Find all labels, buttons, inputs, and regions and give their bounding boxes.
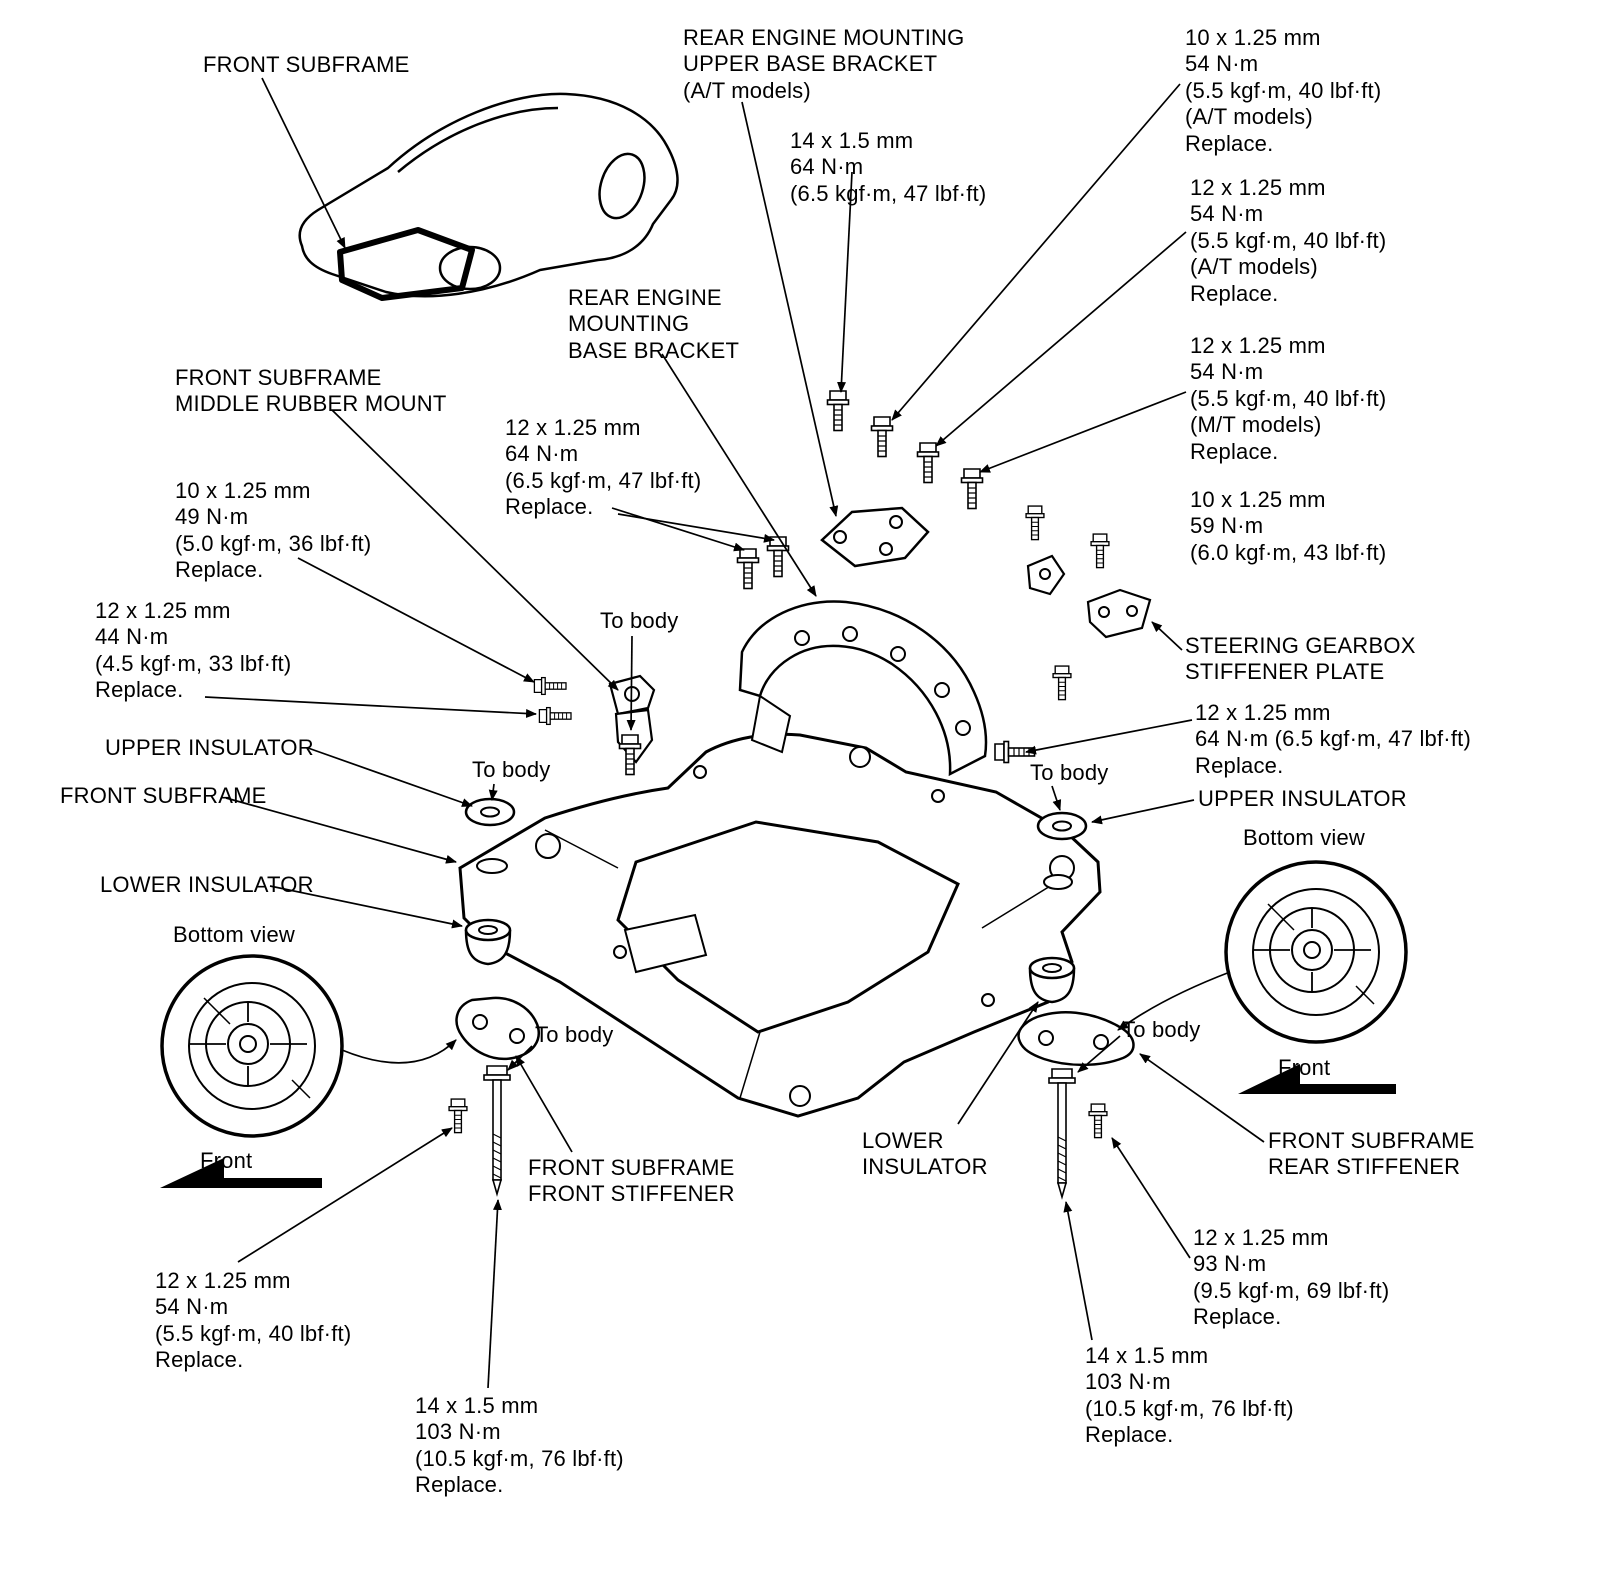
car-outline-illustration <box>298 92 679 301</box>
label-front-left: Front <box>200 1148 253 1173</box>
lower-insulator-left-part <box>464 918 512 966</box>
washer-right <box>1043 874 1073 890</box>
front-direction-arrow-right <box>1238 1064 1396 1094</box>
rear-engine-mounting-upper-base-bracket-part <box>820 506 930 568</box>
label-rear-engine-mounting-base-bracket: REAR ENGINE MOUNTING BASE BRACKET <box>568 285 740 363</box>
label-front-right: Front <box>1278 1055 1331 1080</box>
label-spec-14x15-103-left: 14 x 1.5 mm 103 N·m (10.5 kgf·m, 76 lbf·… <box>415 1393 624 1498</box>
label-lower-insulator-left: LOWER INSULATOR <box>100 872 314 897</box>
label-spec-10x125-54-at: 10 x 1.25 mm 54 N·m (5.5 kgf·m, 40 lbf·f… <box>1185 25 1382 156</box>
label-lower-insulator-right: LOWER INSULATOR <box>862 1128 988 1180</box>
lower-insulator-right-part <box>1028 956 1076 1004</box>
label-to-body-3: To body <box>1030 760 1109 785</box>
label-spec-12x125-64-center: 12 x 1.25 mm 64 N·m (6.5 kgf·m, 47 lbf·f… <box>505 415 702 520</box>
label-front-subframe-front-stiffener: FRONT SUBFRAME FRONT STIFFENER <box>528 1155 735 1207</box>
label-spec-12x125-54-mt: 12 x 1.25 mm 54 N·m (5.5 kgf·m, 40 lbf·f… <box>1190 333 1387 464</box>
label-to-body-2: To body <box>472 757 551 782</box>
rear-engine-mounting-base-bracket-part <box>738 600 988 777</box>
upper-insulator-right-part <box>1036 811 1088 841</box>
front-subframe-rear-stiffener-part <box>1017 1011 1135 1067</box>
label-rear-engine-mounting-upper-base-bracket: REAR ENGINE MOUNTING UPPER BASE BRACKET … <box>683 25 965 103</box>
label-steering-gearbox-stiffener-plate: STEERING GEARBOX STIFFENER PLATE <box>1185 633 1416 685</box>
label-upper-insulator-left: UPPER INSULATOR <box>105 735 314 760</box>
label-spec-14x15-103-right: 14 x 1.5 mm 103 N·m (10.5 kgf·m, 76 lbf·… <box>1085 1343 1294 1448</box>
label-front-subframe-left: FRONT SUBFRAME <box>60 783 267 808</box>
label-spec-12x125-44: 12 x 1.25 mm 44 N·m (4.5 kgf·m, 33 lbf·f… <box>95 598 292 703</box>
label-spec-12x125-64-right: 12 x 1.25 mm 64 N·m (6.5 kgf·m, 47 lbf·f… <box>1195 700 1471 778</box>
front-subframe-front-stiffener-part <box>455 996 540 1061</box>
label-spec-12x125-54-bottom-left: 12 x 1.25 mm 54 N·m (5.5 kgf·m, 40 lbf·f… <box>155 1268 352 1373</box>
bottom-view-left-detail <box>160 954 344 1138</box>
label-spec-12x125-93: 12 x 1.25 mm 93 N·m (9.5 kgf·m, 69 lbf·f… <box>1193 1225 1390 1330</box>
front-subframe-part <box>458 732 1102 1118</box>
label-front-subframe-middle-rubber-mount: FRONT SUBFRAME MIDDLE RUBBER MOUNT <box>175 365 447 417</box>
label-spec-12x125-54-at: 12 x 1.25 mm 54 N·m (5.5 kgf·m, 40 lbf·f… <box>1190 175 1387 306</box>
label-to-body-5: To body <box>1122 1017 1201 1042</box>
label-front-subframe-top: FRONT SUBFRAME <box>203 52 410 77</box>
bottom-view-right-detail <box>1224 860 1408 1044</box>
leader-lines <box>204 77 1265 1389</box>
label-upper-insulator-right: UPPER INSULATOR <box>1198 786 1407 811</box>
steering-gearbox-stiffener-plate-part <box>1026 554 1152 639</box>
label-to-body-1: To body <box>600 608 679 633</box>
label-to-body-4: To body <box>535 1022 614 1047</box>
label-spec-10x125-59: 10 x 1.25 mm 59 N·m (6.0 kgf·m, 43 lbf·f… <box>1190 487 1387 565</box>
label-spec-14x15-64: 14 x 1.5 mm 64 N·m (6.5 kgf·m, 47 lbf·ft… <box>790 128 987 206</box>
front-direction-arrow-left <box>160 1158 322 1188</box>
upper-insulator-left-part <box>464 797 516 827</box>
label-bottom-view-left: Bottom view <box>173 922 296 947</box>
car-subframe-highlight <box>337 227 475 301</box>
label-bottom-view-right: Bottom view <box>1243 825 1366 850</box>
label-spec-10x125-49: 10 x 1.25 mm 49 N·m (5.0 kgf·m, 36 lbf·f… <box>175 478 372 583</box>
label-front-subframe-rear-stiffener: FRONT SUBFRAME REAR STIFFENER <box>1268 1128 1475 1180</box>
washer-left <box>476 858 508 874</box>
